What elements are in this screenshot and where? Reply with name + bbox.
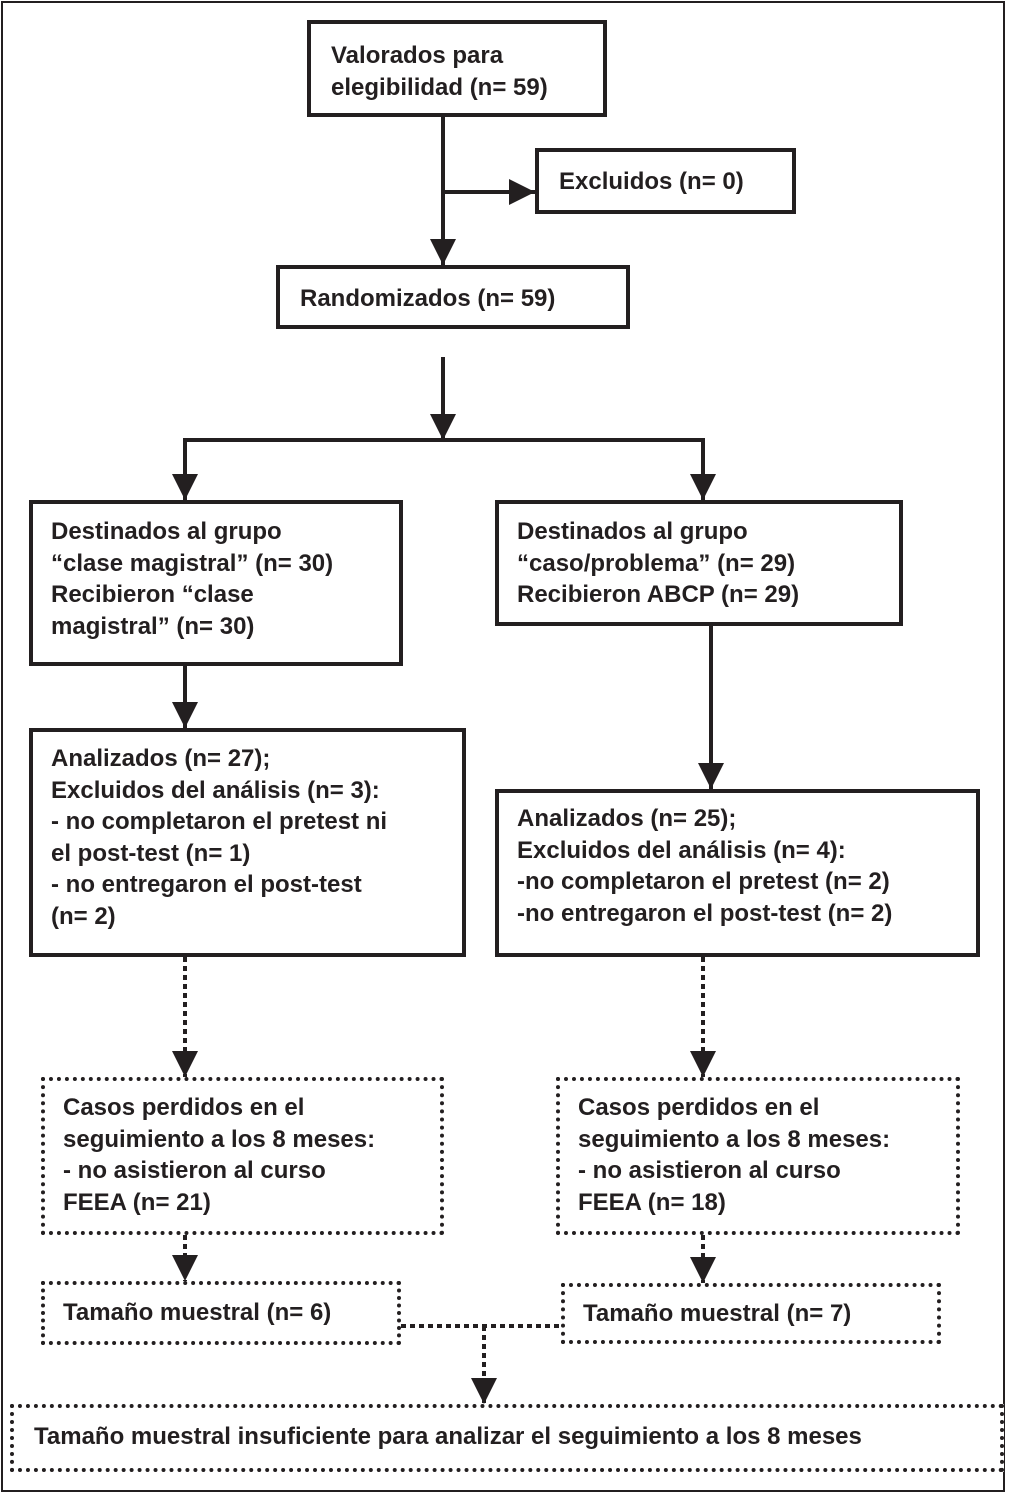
analyzed-case-box: Analizados (n= 25); Excluidos del anális…: [495, 789, 980, 957]
analyzed-lecture-line-5: - no entregaron el post-test: [51, 871, 362, 898]
group-lecture-line-2: “clase magistral” (n= 30): [51, 549, 334, 577]
excluded-line-1: Excluidos (n= 0): [559, 168, 744, 195]
lost-case-line-1: Casos perdidos en el: [578, 1094, 820, 1121]
lost-case-box: Casos perdidos en el seguimiento a los 8…: [556, 1077, 960, 1235]
conclusion-box: Tamaño muestral insuficiente para analiz…: [10, 1404, 1004, 1472]
sample-lecture-box: Tamaño muestral (n= 6): [41, 1281, 401, 1345]
analyzed-case-line-2: Excluidos del análisis (n= 4):: [517, 836, 846, 864]
lost-case-line-2: seguimiento a los 8 meses:: [578, 1125, 891, 1153]
group-case-line-1: Destinados al grupo: [517, 518, 748, 545]
lost-case-line-4: FEEA (n= 18): [578, 1188, 726, 1216]
group-lecture-box: Destinados al grupo “clase magistral” (n…: [29, 500, 403, 666]
lost-lecture-line-1: Casos perdidos en el: [63, 1094, 305, 1121]
group-lecture-line-1: Destinados al grupo: [51, 518, 282, 545]
lost-lecture-line-4: FEEA (n= 21): [63, 1188, 211, 1216]
analyzed-lecture-box: Analizados (n= 27); Excluidos del anális…: [29, 728, 466, 957]
sample-case-line-1: Tamaño muestral (n= 7): [583, 1300, 852, 1327]
analyzed-case-line-4: -no entregaron el post-test (n= 2): [517, 899, 893, 927]
lost-lecture-box: Casos perdidos en el seguimiento a los 8…: [41, 1077, 444, 1235]
eligibility-line-1: Valorados para: [331, 42, 504, 69]
sample-lecture-line-1: Tamaño muestral (n= 6): [63, 1299, 332, 1326]
analyzed-lecture-line-1: Analizados (n= 27);: [51, 745, 271, 772]
group-case-line-3: Recibieron ABCP (n= 29): [517, 581, 800, 608]
analyzed-lecture-line-6: (n= 2): [51, 902, 116, 930]
eligibility-line-2: elegibilidad (n= 59): [331, 73, 548, 101]
conclusion-line-1: Tamaño muestral insuficiente para analiz…: [34, 1423, 862, 1450]
randomized-box: Randomizados (n= 59): [276, 265, 630, 329]
group-case-box: Destinados al grupo “caso/problema” (n= …: [495, 500, 903, 626]
eligibility-box: Valorados para elegibilidad (n= 59): [307, 20, 607, 117]
group-lecture-line-4: magistral” (n= 30): [51, 612, 255, 640]
group-lecture-line-3: Recibieron “clase: [51, 581, 254, 608]
lost-lecture-line-3: - no asistieron al curso: [63, 1157, 326, 1184]
analyzed-lecture-line-4: el post-test (n= 1): [51, 839, 251, 867]
randomized-line-1: Randomizados (n= 59): [300, 285, 556, 312]
analyzed-lecture-line-3: - no completaron el pretest ni: [51, 808, 388, 835]
group-case-line-2: “caso/problema” (n= 29): [517, 549, 796, 577]
sample-case-box: Tamaño muestral (n= 7): [561, 1283, 941, 1344]
lost-lecture-line-2: seguimiento a los 8 meses:: [63, 1125, 376, 1153]
analyzed-lecture-line-2: Excluidos del análisis (n= 3):: [51, 776, 380, 804]
lost-case-line-3: - no asistieron al curso: [578, 1157, 841, 1184]
analyzed-case-line-1: Analizados (n= 25);: [517, 805, 737, 832]
excluded-box: Excluidos (n= 0): [535, 148, 796, 214]
analyzed-case-line-3: -no completaron el pretest (n= 2): [517, 868, 890, 895]
